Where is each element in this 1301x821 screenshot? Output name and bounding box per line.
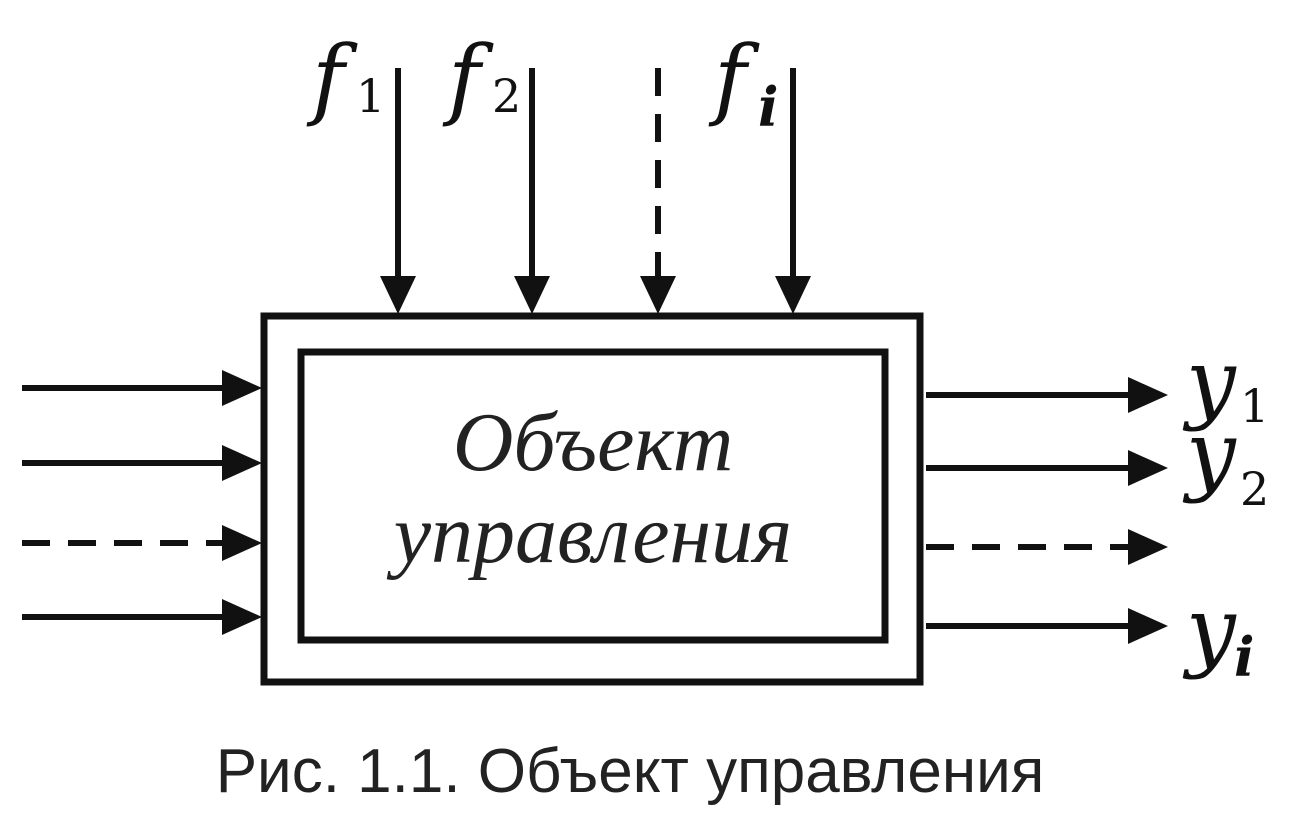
svg-text:y: y xyxy=(1182,578,1237,681)
object-label-line1: Объект xyxy=(453,396,734,489)
input-arrow-1 xyxy=(22,370,262,406)
output-arrow-dashed xyxy=(926,529,1168,565)
svg-text:y: y xyxy=(1182,330,1237,433)
disturbance-arrow-1 xyxy=(380,68,416,314)
output-label-i: y i xyxy=(1182,578,1255,689)
disturbance-label-2: f 2 xyxy=(442,26,521,129)
output-arrow-2 xyxy=(926,450,1168,486)
output-label-2: y 2 xyxy=(1182,402,1269,516)
svg-text:i: i xyxy=(1234,625,1255,689)
svg-text:f: f xyxy=(442,26,494,129)
input-arrow-2 xyxy=(22,445,262,481)
input-arrow-dashed xyxy=(22,525,262,561)
input-arrow-4 xyxy=(22,599,262,635)
object-inner-box xyxy=(297,348,889,644)
disturbance-label-1: f 1 xyxy=(306,26,385,129)
svg-text:2: 2 xyxy=(1240,462,1269,516)
svg-text:1: 1 xyxy=(1240,379,1269,433)
object-label-line2: управления xyxy=(386,488,792,581)
svg-text:i: i xyxy=(758,75,779,139)
disturbance-arrow-dashed xyxy=(640,68,676,314)
disturbance-arrow-i xyxy=(775,68,811,314)
disturbance-arrow-2 xyxy=(514,68,550,314)
svg-text:f: f xyxy=(306,26,358,129)
output-arrow-1 xyxy=(926,377,1168,413)
svg-text:1: 1 xyxy=(356,69,385,123)
svg-text:y: y xyxy=(1182,402,1237,505)
output-arrow-i xyxy=(926,608,1168,644)
object-outer-box xyxy=(260,312,924,686)
svg-text:f: f xyxy=(708,26,760,129)
disturbance-label-i: f i xyxy=(708,26,779,139)
svg-text:2: 2 xyxy=(492,69,521,123)
figure-caption: Рис. 1.1. Объект управления xyxy=(216,737,1045,806)
output-label-1: y 1 xyxy=(1182,330,1269,433)
